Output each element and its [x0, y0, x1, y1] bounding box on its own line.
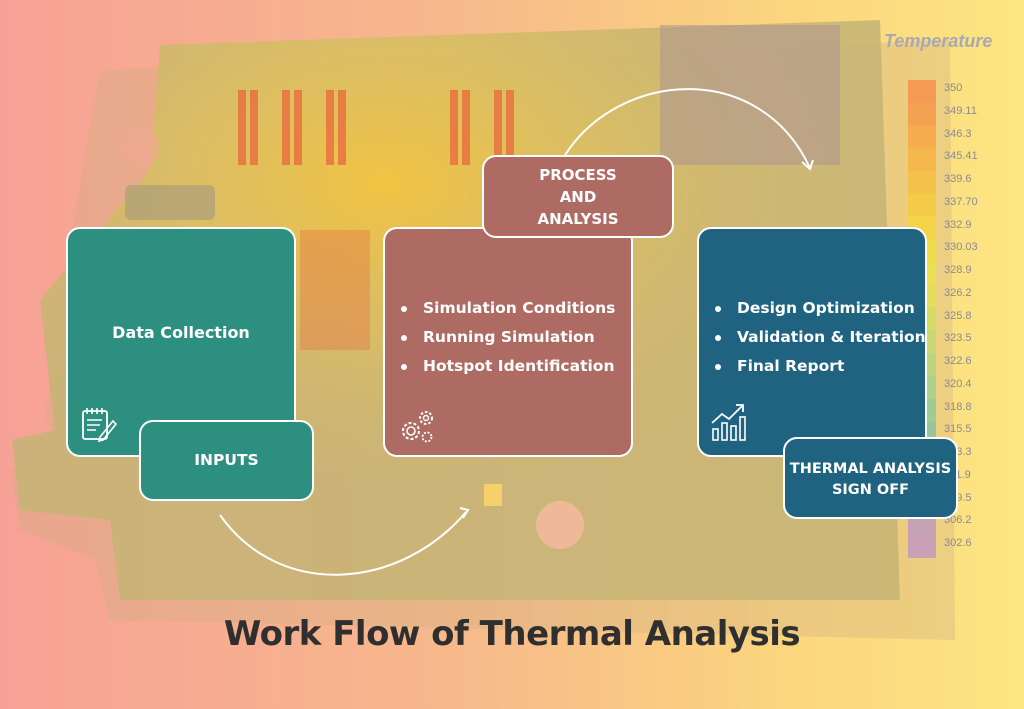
- process-item-1: Simulation Conditions: [399, 294, 615, 323]
- legend-label: 339.6: [944, 173, 972, 186]
- legend-label: 320.4: [944, 377, 972, 390]
- gears-icon: [402, 411, 433, 443]
- legend-label: 315.5: [944, 423, 972, 436]
- legend-label: 328.9: [944, 264, 972, 277]
- legend-swatch: [908, 535, 936, 558]
- legend-swatch: [908, 102, 936, 127]
- legend-label: 330.03: [944, 241, 978, 254]
- output-card: Design Optimization Validation & Iterati…: [697, 227, 927, 457]
- legend-label: 350: [944, 82, 963, 94]
- output-list: Design Optimization Validation & Iterati…: [713, 294, 926, 381]
- process-tab: PROCESS AND ANALYSIS: [482, 155, 674, 238]
- legend-label: 322.6: [944, 355, 972, 368]
- output-tab-label: THERMAL ANALYSIS SIGN OFF: [785, 459, 956, 501]
- legend-swatch: [908, 148, 936, 172]
- output-tab: THERMAL ANALYSIS SIGN OFF: [783, 437, 958, 519]
- legend-label: 349.11: [944, 104, 977, 117]
- legend-label: 306.2: [944, 514, 972, 527]
- process-tab-line-1: PROCESS: [539, 166, 617, 184]
- process-card: Simulation Conditions Running Simulation…: [383, 227, 633, 457]
- output-item-1: Design Optimization: [713, 294, 926, 323]
- page-title: Work Flow of Thermal Analysis: [223, 614, 801, 654]
- inputs-tab: INPUTS: [139, 420, 314, 501]
- inputs-card-text: Data Collection: [112, 323, 250, 342]
- legend-swatch: [908, 171, 936, 195]
- process-tab-line-2: AND: [559, 188, 597, 206]
- legend-title: Temperature: [884, 31, 993, 51]
- process-item-3: Hotspot Identification: [399, 352, 615, 381]
- process-list: Simulation Conditions Running Simulation…: [399, 294, 615, 381]
- inputs-card: Data Collection: [66, 227, 296, 457]
- process-item-2: Running Simulation: [399, 323, 615, 352]
- growth-chart-icon: [711, 404, 746, 441]
- process-tab-label: PROCESS AND ANALYSIS: [484, 164, 672, 230]
- legend-label: 302.6: [944, 537, 972, 550]
- legend-label: 318.8: [944, 400, 972, 413]
- legend-label: 323.5: [944, 332, 972, 345]
- process-tab-line-3: ANALYSIS: [537, 210, 619, 228]
- legend-label: 337.70: [944, 195, 978, 208]
- output-tab-line-1: THERMAL ANALYSIS: [789, 461, 952, 477]
- legend-label: 325.8: [944, 309, 972, 322]
- output-item-2: Validation & Iteration: [713, 323, 926, 352]
- legend-label: 332.9: [944, 218, 972, 231]
- output-tab-line-2: SIGN OFF: [831, 482, 910, 498]
- inputs-tab-label: INPUTS: [194, 451, 259, 469]
- notepad-pencil-icon: [82, 408, 118, 443]
- output-item-3: Final Report: [713, 352, 926, 381]
- legend-swatch: [908, 125, 936, 149]
- legend-label: 326.2: [944, 286, 972, 299]
- legend-swatch: [908, 193, 936, 218]
- legend-label: 345.41: [944, 150, 978, 163]
- legend-swatch: [908, 80, 936, 104]
- legend-label: 346.3: [944, 127, 972, 140]
